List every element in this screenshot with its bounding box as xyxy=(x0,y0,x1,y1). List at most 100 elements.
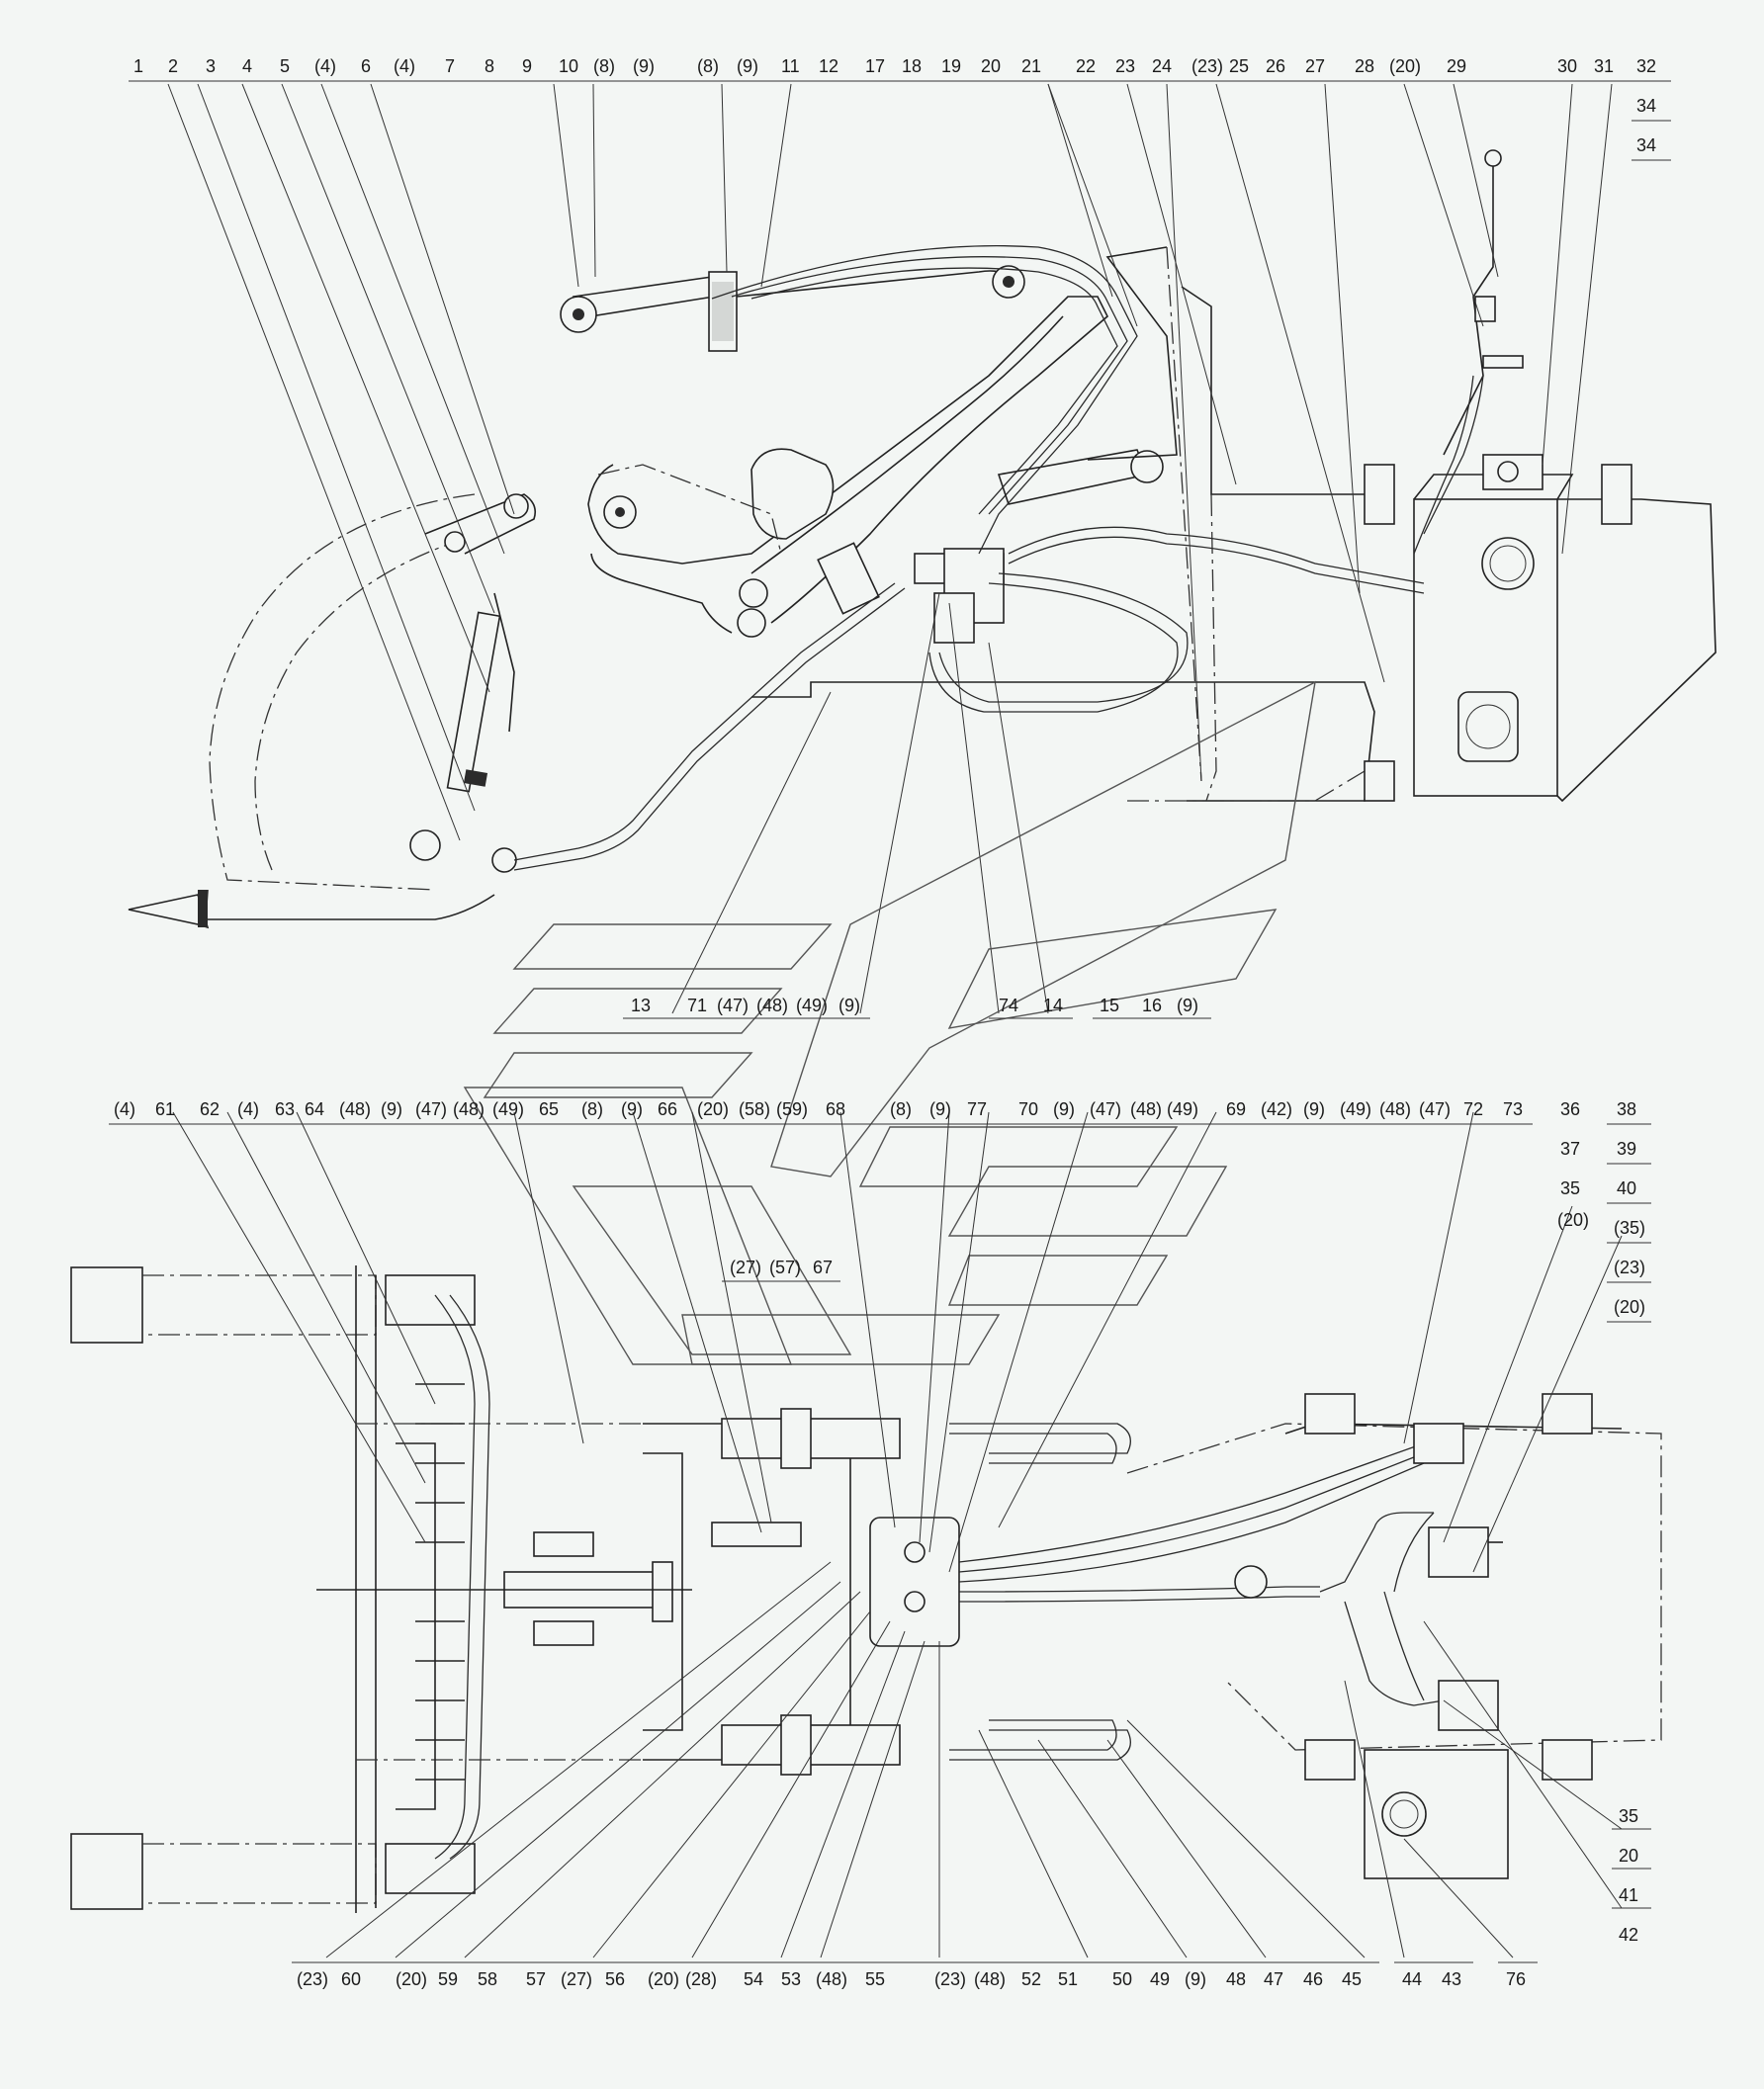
callout-label: 52 xyxy=(1021,1969,1041,1989)
callout-label: (20) xyxy=(1614,1297,1645,1317)
leader-lines-bottom xyxy=(671,592,1049,1014)
callout-label: 57 xyxy=(526,1969,546,1989)
callout-label: 1 xyxy=(133,56,143,76)
callout-label: (48) xyxy=(339,1099,371,1119)
callout-label: (48) xyxy=(453,1099,485,1119)
callout-label: 36 xyxy=(1560,1099,1580,1119)
callout-label: 26 xyxy=(1266,56,1285,76)
callout-label: 73 xyxy=(1503,1099,1523,1119)
callout-label: 61 xyxy=(155,1099,175,1119)
callout-label: (4) xyxy=(114,1099,135,1119)
callout-label: 19 xyxy=(941,56,961,76)
callout-label: 59 xyxy=(438,1969,458,1989)
callout-label: 13 xyxy=(631,996,651,1015)
callout-label: (35) xyxy=(1614,1218,1645,1238)
callout-label: 17 xyxy=(865,56,885,76)
callout-label: (47) xyxy=(415,1099,447,1119)
callout-label: 58 xyxy=(478,1969,497,1989)
callout-label: 2 xyxy=(168,56,178,76)
callout-label: 4 xyxy=(242,56,252,76)
callout-label: 39 xyxy=(1617,1139,1636,1159)
callout-label: 60 xyxy=(341,1969,361,1989)
callout-label: (23) xyxy=(1191,56,1223,76)
callout-label: (48) xyxy=(974,1969,1006,1989)
callout-label: (28) xyxy=(685,1969,717,1989)
plan-bottom-callouts: (23) 60 (20) 59 58 57 (27) 56 (20) (28) … xyxy=(292,1961,1538,1989)
callout-label: 34 xyxy=(1636,96,1656,116)
callout-label: 6 xyxy=(361,56,371,76)
callout-label: (9) xyxy=(1177,996,1198,1015)
callout-label: (20) xyxy=(396,1969,427,1989)
callout-label: 22 xyxy=(1076,56,1096,76)
callout-label: 29 xyxy=(1447,56,1466,76)
leader-lines-plan xyxy=(172,1111,1623,1958)
rear-transmission xyxy=(1364,1749,1509,1879)
callout-label: (48) xyxy=(756,996,788,1015)
callout-label: 24 xyxy=(1152,56,1172,76)
callout-label: 55 xyxy=(865,1969,885,1989)
top-bottom-callouts: 13 71 (47) (48) (49) (9) 74 14 15 16 (9) xyxy=(623,996,1211,1019)
callout-label: 11 xyxy=(781,56,800,76)
watermark-logo xyxy=(463,680,1316,1365)
callout-label: 35 xyxy=(1560,1178,1580,1198)
callout-label: (49) xyxy=(1340,1099,1371,1119)
callout-label: (20) xyxy=(1557,1210,1589,1230)
plan-callouts: (4) 61 62 (4) 63 64 (48) (9) (47) (48) (… xyxy=(109,1099,1651,1945)
callout-label: 47 xyxy=(1264,1969,1283,1989)
callout-label: (49) xyxy=(796,996,828,1015)
callout-label: 67 xyxy=(813,1258,833,1277)
callout-label: 41 xyxy=(1619,1885,1638,1905)
callout-label: 23 xyxy=(1115,56,1135,76)
callout-label: 21 xyxy=(1021,56,1041,76)
callout-label: 8 xyxy=(485,56,494,76)
callout-label: 51 xyxy=(1058,1969,1078,1989)
callout-label: 20 xyxy=(1619,1846,1638,1866)
callout-label: (9) xyxy=(737,56,758,76)
callout-label: 46 xyxy=(1303,1969,1323,1989)
callout-label: (49) xyxy=(492,1099,524,1119)
callout-label: 32 xyxy=(1636,56,1656,76)
callout-label: (20) xyxy=(648,1969,679,1989)
callout-label: (20) xyxy=(697,1099,729,1119)
callout-label: (9) xyxy=(633,56,655,76)
left-upper-pad xyxy=(70,1266,143,1344)
callout-label: 48 xyxy=(1226,1969,1246,1989)
callout-label: 56 xyxy=(605,1969,625,1989)
leader-lines-top xyxy=(167,83,1613,841)
callout-label: 35 xyxy=(1619,1806,1638,1826)
callout-label: (23) xyxy=(297,1969,328,1989)
callout-label: 50 xyxy=(1112,1969,1132,1989)
callout-label: 42 xyxy=(1619,1925,1638,1945)
callout-label: 76 xyxy=(1506,1969,1526,1989)
callout-label: 77 xyxy=(967,1099,987,1119)
callout-label: (49) xyxy=(1167,1099,1198,1119)
callout-label: 43 xyxy=(1442,1969,1461,1989)
callout-label: 16 xyxy=(1142,996,1162,1015)
callout-label: 31 xyxy=(1594,56,1614,76)
callout-label: (9) xyxy=(621,1099,643,1119)
callout-label: 25 xyxy=(1229,56,1249,76)
callout-label: (9) xyxy=(838,996,860,1015)
callout-label: 18 xyxy=(902,56,922,76)
callout-label: (9) xyxy=(1053,1099,1075,1119)
callout-label: 30 xyxy=(1557,56,1577,76)
callout-label: (8) xyxy=(581,1099,603,1119)
callout-label: 38 xyxy=(1617,1099,1636,1119)
callout-label: 3 xyxy=(206,56,216,76)
top-callouts: 1 2 3 4 5 (4) 6 (4) 7 8 9 10 (8) (9) (8)… xyxy=(129,56,1671,161)
callout-label: 5 xyxy=(280,56,290,76)
callout-label: 64 xyxy=(305,1099,324,1119)
callout-label: 65 xyxy=(539,1099,559,1119)
boom xyxy=(587,296,1108,624)
callout-label: (20) xyxy=(1389,56,1421,76)
callout-label: 14 xyxy=(1043,996,1063,1015)
callout-label: 54 xyxy=(744,1969,763,1989)
plan-hoses xyxy=(434,1294,1445,1860)
callout-label: (42) xyxy=(1261,1099,1292,1119)
callout-label: (48) xyxy=(1130,1099,1162,1119)
callout-label: (48) xyxy=(816,1969,847,1989)
callout-label: (27) xyxy=(561,1969,592,1989)
callout-label: 66 xyxy=(658,1099,677,1119)
callout-label: 12 xyxy=(819,56,838,76)
callout-label: (57) xyxy=(769,1258,801,1277)
